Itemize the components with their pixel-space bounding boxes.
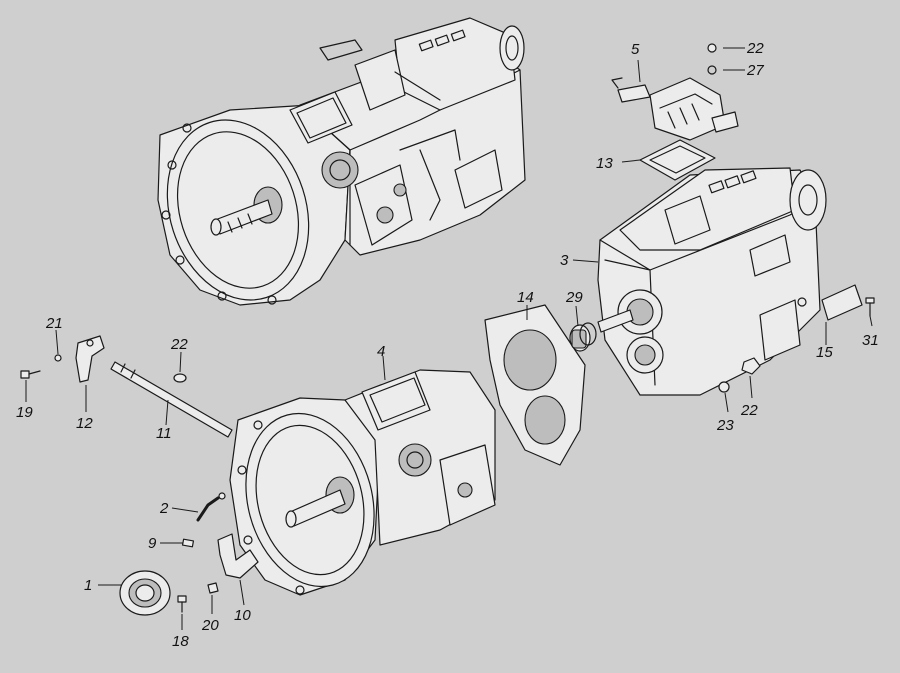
callout-20: 22 (746, 40, 764, 57)
lube-pipe-2 (196, 496, 220, 522)
nut-22-bottom (207, 582, 219, 594)
callout-4: 4 (377, 343, 385, 360)
callout-22-top: 27 (746, 62, 764, 79)
callout-22-left: 21 (45, 315, 63, 332)
callout-5: 5 (631, 41, 640, 58)
callout-3: 3 (560, 252, 569, 269)
callout-2: 2 (159, 500, 169, 517)
callout-10: 10 (234, 607, 251, 624)
bolt-19 (20, 370, 41, 379)
shift-shaft-11 (110, 361, 233, 438)
callout-29: 29 (565, 289, 583, 306)
callout-27: 22 (170, 336, 188, 353)
shift-cover-assembly (611, 77, 739, 141)
release-bearing-1 (119, 570, 171, 616)
pin-9 (181, 538, 195, 548)
cover-plate (821, 284, 863, 321)
bolt-18 (177, 595, 187, 613)
callout-19: 19 (16, 404, 33, 421)
fork-10 (217, 533, 259, 579)
front-gasket (484, 304, 586, 466)
callout-1: 1 (84, 577, 92, 594)
callout-labels: 22 27 5 13 3 14 29 15 31 23 22 4 22 21 1… (16, 40, 879, 650)
nut-20 (707, 43, 717, 53)
bolt-31 (865, 297, 875, 317)
gearbox-main-case (597, 167, 827, 396)
nut-22-left (54, 354, 62, 362)
gearbox-assembly-complete (157, 17, 526, 306)
callout-15: 15 (816, 344, 833, 361)
callout-18: 18 (172, 633, 189, 650)
callout-11: 11 (156, 425, 172, 442)
pin-27 (173, 373, 187, 383)
release-fork-12 (75, 335, 105, 383)
callout-22-bottom: 20 (201, 617, 219, 634)
callout-9: 9 (148, 535, 157, 552)
callout-21: 22 (740, 402, 758, 419)
leader-lines (25, 47, 873, 630)
top-cover-gasket (639, 139, 716, 181)
callout-12: 12 (76, 415, 93, 432)
callout-23: 23 (716, 417, 734, 434)
clutch-housing-assembly (229, 369, 496, 596)
washer-22-top (707, 65, 717, 75)
callout-31: 31 (862, 332, 879, 349)
callout-13: 13 (596, 155, 613, 172)
callout-14: 14 (517, 289, 534, 306)
nut-21 (741, 357, 761, 375)
gear-29 (569, 322, 597, 352)
washer-23 (718, 381, 730, 393)
